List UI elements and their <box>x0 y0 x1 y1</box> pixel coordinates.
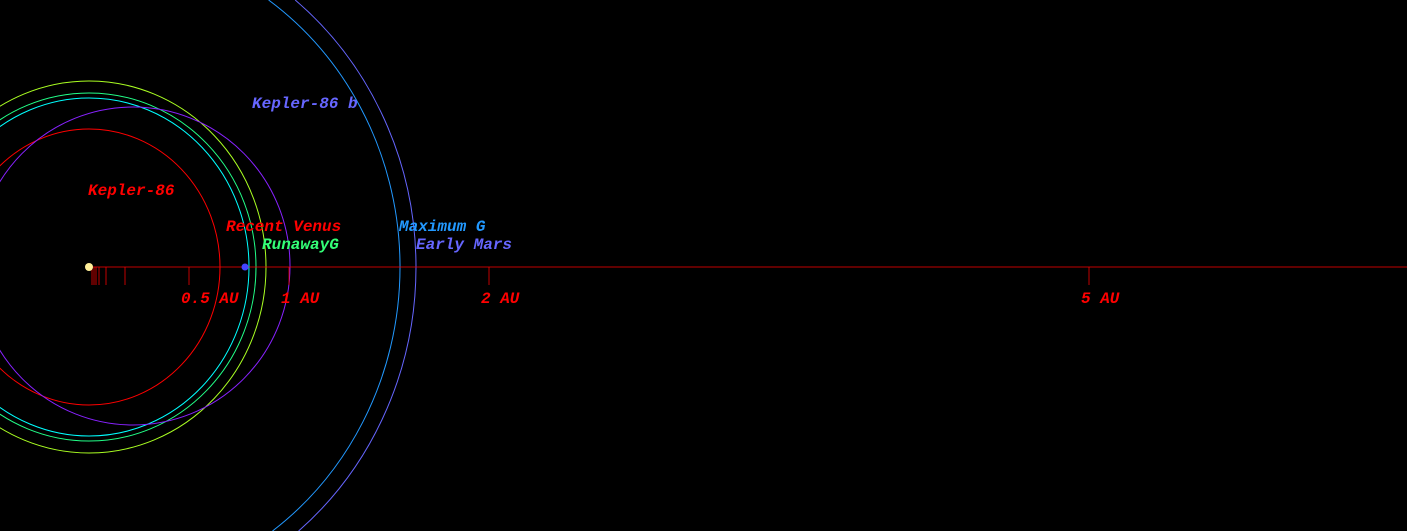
minor-ticks <box>91 267 126 285</box>
planet-label: Kepler-86 b <box>252 95 358 113</box>
zone-label-early-mars: Early Mars <box>416 236 512 254</box>
hz-maximum-g-circle <box>268 0 401 531</box>
star-icon <box>85 263 93 271</box>
axis-tick-label: 0.5 AU <box>181 290 239 308</box>
star-label: Kepler-86 <box>88 182 175 200</box>
hz-early-mars-circle <box>294 0 417 531</box>
planet-marker <box>241 263 249 271</box>
axis-tick-label: 2 AU <box>481 290 520 308</box>
axis-tick-label: 5 AU <box>1081 290 1120 308</box>
planet-orbit-ellipse <box>0 106 291 426</box>
zone-label-runawayg: RunawayG <box>262 236 339 254</box>
zone-label-maximum-g: Maximum G <box>398 218 486 236</box>
zone-label-recent-venus: Recent Venus <box>226 218 341 236</box>
axis-tick-label: 1 AU <box>281 290 320 308</box>
